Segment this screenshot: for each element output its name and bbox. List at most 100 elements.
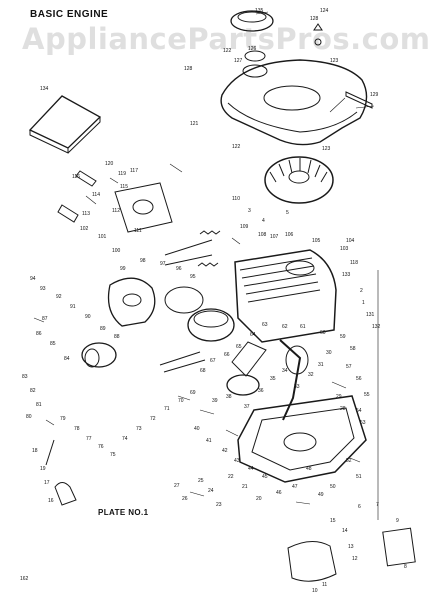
part-number-label: 127 bbox=[234, 58, 243, 64]
cylinder-bore bbox=[285, 260, 315, 276]
shroud-rim bbox=[227, 102, 358, 133]
part-number-label: 79 bbox=[60, 416, 66, 422]
part-number-label: 86 bbox=[36, 331, 42, 337]
blower-housing bbox=[220, 59, 368, 146]
part-number-label: 56 bbox=[356, 376, 362, 382]
part-number-label: 68 bbox=[200, 368, 206, 374]
part-number-label: 21 bbox=[242, 484, 248, 490]
part-number-label: 133 bbox=[342, 272, 351, 278]
part-number-label: 108 bbox=[258, 232, 267, 238]
part-number-label: 55 bbox=[364, 392, 370, 398]
part-number-label: 50 bbox=[330, 484, 336, 490]
part-number-label: 122 bbox=[232, 144, 241, 150]
part-number-label: 22 bbox=[228, 474, 234, 480]
plate-label: PLATE NO.1 bbox=[98, 508, 149, 517]
part-number-label: 87 bbox=[42, 316, 48, 322]
part-number-label: 121 bbox=[190, 121, 199, 127]
part-number-label: 128 bbox=[184, 66, 193, 72]
piston bbox=[187, 308, 235, 342]
part-number-label: 90 bbox=[85, 314, 91, 320]
part-number-label: 134 bbox=[40, 86, 49, 92]
part-number-label: 18 bbox=[32, 448, 38, 454]
part-number-label: 71 bbox=[164, 406, 170, 412]
part-number-label: 39 bbox=[212, 398, 218, 404]
oil-fill-tube bbox=[54, 482, 77, 506]
part-number-label: 116 bbox=[72, 174, 80, 180]
part-number-label: 114 bbox=[92, 192, 100, 198]
part-number-label: 29 bbox=[336, 394, 342, 400]
part-number-label: 47 bbox=[292, 484, 298, 490]
part-number-label: 128 bbox=[310, 16, 319, 22]
part-number-label: 83 bbox=[22, 374, 28, 380]
part-number-label: 102 bbox=[80, 226, 89, 232]
part-number-label: 122 bbox=[223, 48, 232, 54]
part-number-label: 33 bbox=[294, 384, 300, 390]
part-number-label: 13 bbox=[348, 544, 354, 550]
crank-web bbox=[285, 345, 309, 375]
part-number-label: 84 bbox=[64, 356, 70, 362]
part-number-label: 15 bbox=[330, 518, 336, 524]
part-number-label: 92 bbox=[56, 294, 62, 300]
part-number-label: 65 bbox=[236, 344, 242, 350]
part-number-label: 100 bbox=[112, 248, 121, 254]
part-number-label: 67 bbox=[210, 358, 216, 364]
part-number-label: 10 bbox=[312, 588, 318, 594]
part-number-label: 109 bbox=[240, 224, 249, 230]
part-number-label: 119 bbox=[118, 171, 126, 177]
part-number-label: 43 bbox=[234, 458, 240, 464]
part-number-label: 26 bbox=[182, 496, 188, 502]
part-number-label: 32 bbox=[308, 372, 314, 378]
flywheel-fins bbox=[269, 158, 328, 183]
part-number-label: 44 bbox=[248, 466, 254, 472]
part-number-label: 129 bbox=[370, 92, 379, 98]
part-number-label: 42 bbox=[222, 448, 228, 454]
part-number-label: 98 bbox=[140, 258, 146, 264]
filler-neck bbox=[244, 50, 266, 62]
part-number-label: 107 bbox=[270, 234, 279, 240]
part-number-label: 28 bbox=[340, 406, 346, 412]
part-number-label: 63 bbox=[262, 322, 268, 328]
connecting-rod bbox=[231, 341, 267, 377]
muffler bbox=[81, 342, 117, 368]
part-number-label: 118 bbox=[350, 260, 358, 266]
part-number-label: 41 bbox=[206, 438, 212, 444]
part-number-label: 48 bbox=[306, 466, 312, 472]
part-number-label: 81 bbox=[36, 402, 42, 408]
watermark: AppliancePartsPros.com bbox=[22, 22, 431, 56]
part-number-label: 135 bbox=[255, 8, 264, 14]
fuel-cap-top bbox=[237, 11, 267, 23]
part-number-label: 76 bbox=[98, 444, 104, 450]
part-number-label: 11 bbox=[322, 582, 327, 588]
part-number-label: 54 bbox=[356, 408, 362, 414]
part-number-label: 20 bbox=[256, 496, 262, 502]
dipstick bbox=[45, 439, 55, 466]
valve-stem bbox=[164, 239, 213, 266]
part-number-label: 1 bbox=[362, 300, 365, 306]
part-number-label: 103 bbox=[340, 246, 349, 252]
part-number-label: 85 bbox=[50, 341, 56, 347]
part-number-label: 111 bbox=[134, 228, 142, 234]
part-number-label: 72 bbox=[150, 416, 156, 422]
part-number-label: 101 bbox=[98, 234, 107, 240]
part-number-label: 8 bbox=[404, 564, 407, 570]
part-number-label: 82 bbox=[30, 388, 36, 394]
part-number-label: 53 bbox=[360, 420, 366, 426]
part-number-label: 115 bbox=[120, 184, 128, 190]
part-number-label: 58 bbox=[350, 346, 356, 352]
part-number-label: 60 bbox=[320, 330, 326, 336]
part-number-label: 73 bbox=[136, 426, 142, 432]
valve-spring bbox=[197, 230, 221, 267]
part-number-label: 124 bbox=[320, 8, 329, 14]
crankcase-inner bbox=[251, 407, 355, 471]
carburetor bbox=[107, 277, 156, 327]
part-number-label: 66 bbox=[224, 352, 230, 358]
part-number-label: 132 bbox=[372, 324, 381, 330]
part-number-label: 112 bbox=[112, 208, 120, 214]
part-number-label: 38 bbox=[226, 394, 232, 400]
part-number-label: 34 bbox=[282, 368, 288, 374]
part-number-label: 27 bbox=[174, 483, 180, 489]
part-number-label: 30 bbox=[326, 350, 332, 356]
part-number-label: 19 bbox=[40, 466, 46, 472]
flywheel bbox=[264, 156, 334, 204]
